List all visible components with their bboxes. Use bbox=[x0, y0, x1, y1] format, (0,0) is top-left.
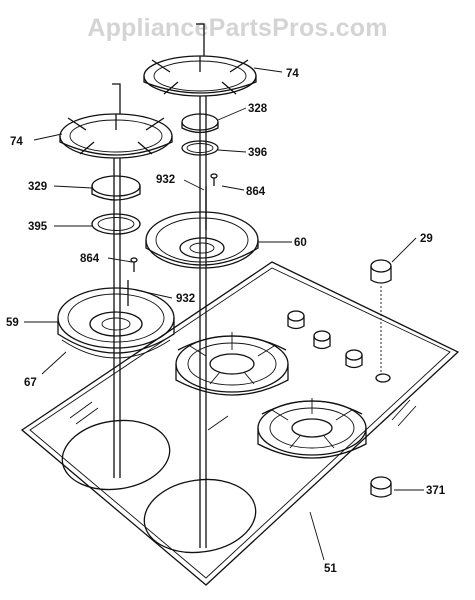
watermark: AppliancePartsPros.com bbox=[87, 14, 388, 42]
callout-932-left: 932 bbox=[176, 293, 195, 305]
callout-67: 67 bbox=[24, 377, 37, 389]
callout-396: 396 bbox=[248, 147, 267, 159]
burner-assembly-mid bbox=[175, 332, 289, 396]
ring-395 bbox=[91, 213, 141, 235]
knob bbox=[313, 330, 331, 350]
cooktop-glass bbox=[20, 261, 460, 586]
assembly-lines bbox=[113, 96, 207, 548]
burner-pan-59 bbox=[57, 287, 175, 359]
callout-59: 59 bbox=[6, 317, 19, 329]
callout-932-top: 932 bbox=[156, 174, 175, 186]
callout-328: 328 bbox=[248, 103, 268, 115]
leader-lines bbox=[24, 67, 424, 561]
callout-864-left: 864 bbox=[80, 253, 100, 265]
burner-cap-329 bbox=[91, 175, 141, 201]
knob-part-29 bbox=[370, 259, 392, 372]
callout-371: 371 bbox=[426, 485, 446, 497]
knob bbox=[287, 310, 305, 330]
spark-module-371 bbox=[370, 476, 392, 498]
callout-395: 395 bbox=[28, 221, 48, 233]
callout-74-top: 74 bbox=[286, 68, 299, 80]
screw-864-top bbox=[210, 173, 218, 186]
callout-51: 51 bbox=[324, 563, 337, 575]
callout-74-left: 74 bbox=[10, 136, 23, 148]
knob bbox=[345, 349, 363, 369]
callout-60: 60 bbox=[294, 237, 307, 249]
screw-864-left bbox=[130, 257, 138, 272]
burner-assembly-right bbox=[257, 398, 367, 459]
screw-932 bbox=[127, 186, 207, 306]
callout-329: 329 bbox=[28, 181, 47, 193]
control-knobs bbox=[287, 310, 391, 383]
callout-29: 29 bbox=[420, 233, 433, 245]
burner-pan-60 bbox=[145, 211, 259, 269]
grate-left bbox=[59, 83, 173, 159]
spark-switch-hole bbox=[375, 373, 391, 383]
callout-864-top: 864 bbox=[246, 186, 266, 198]
callouts: 74 74 328 396 329 932 864 395 60 29 864 … bbox=[6, 68, 446, 575]
grate-top-right bbox=[143, 23, 257, 97]
